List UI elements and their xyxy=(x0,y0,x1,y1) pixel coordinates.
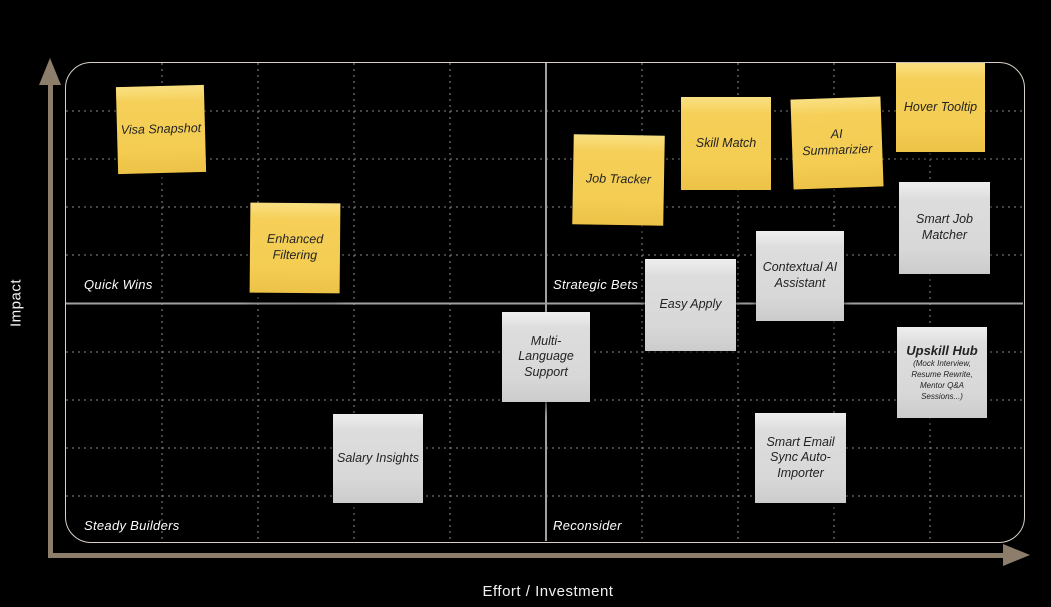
sticky-note-smart-email-sync-auto-importer[interactable]: Smart Email Sync Auto-Importer xyxy=(755,413,846,503)
note-label: AI Summarizier xyxy=(801,127,873,159)
y-axis-arrowhead-icon xyxy=(39,58,61,85)
note-label: Smart Email Sync Auto-Importer xyxy=(766,434,835,480)
x-axis-line xyxy=(48,553,1004,558)
x-axis-arrowhead-icon xyxy=(1003,544,1030,566)
note-label: Visa Snapshot xyxy=(120,120,202,137)
quadrant-label-quick-wins: Quick Wins xyxy=(84,277,153,292)
sticky-note-easy-apply[interactable]: Easy Apply xyxy=(645,259,736,351)
sticky-note-hover-tooltip[interactable]: Hover Tooltip xyxy=(896,63,985,152)
sticky-note-multi-language-support[interactable]: Multi-Language Support xyxy=(502,312,590,402)
note-label: Hover Tooltip xyxy=(903,99,978,114)
note-label: Multi-Language Support xyxy=(518,333,574,379)
note-label: Enhanced Filtering xyxy=(266,232,324,263)
sticky-note-contextual-ai-assistant[interactable]: Contextual AI Assistant xyxy=(756,231,844,321)
quadrant-label-steady-builders: Steady Builders xyxy=(84,518,180,533)
sticky-note-salary-insights[interactable]: Salary Insights xyxy=(333,414,423,503)
note-label: Easy Apply xyxy=(659,297,722,312)
note-label: Salary Insights xyxy=(337,450,419,465)
quadrant-label-strategic-bets: Strategic Bets xyxy=(553,277,639,292)
note-label: Job Tracker xyxy=(585,171,652,187)
sticky-note-enhanced-filtering[interactable]: Enhanced Filtering xyxy=(249,202,341,294)
note-label: Skill Match xyxy=(695,135,757,150)
note-label: Smart Job Matcher xyxy=(916,212,973,242)
note-subtitle: (Mock Interview, Resume Rewrite, Mentor … xyxy=(911,359,973,401)
sticky-note-ai-summarizier[interactable]: AI Summarizier xyxy=(790,96,884,190)
sticky-note-visa-snapshot[interactable]: Visa Snapshot xyxy=(115,84,207,175)
sticky-note-upskill-hub[interactable]: Upskill Hub (Mock Interview, Resume Rewr… xyxy=(897,327,987,418)
note-title: Upskill Hub xyxy=(906,342,978,358)
quadrant-label-reconsider: Reconsider xyxy=(553,518,622,533)
note-label: Contextual AI Assistant xyxy=(762,260,838,290)
sticky-note-skill-match[interactable]: Skill Match xyxy=(681,97,771,190)
sticky-note-job-tracker[interactable]: Job Tracker xyxy=(572,134,665,226)
sticky-note-smart-job-matcher[interactable]: Smart Job Matcher xyxy=(899,182,990,274)
y-axis-label: Impact xyxy=(7,278,25,328)
x-axis-label: Effort / Investment xyxy=(482,583,614,600)
y-axis-line xyxy=(48,80,53,558)
